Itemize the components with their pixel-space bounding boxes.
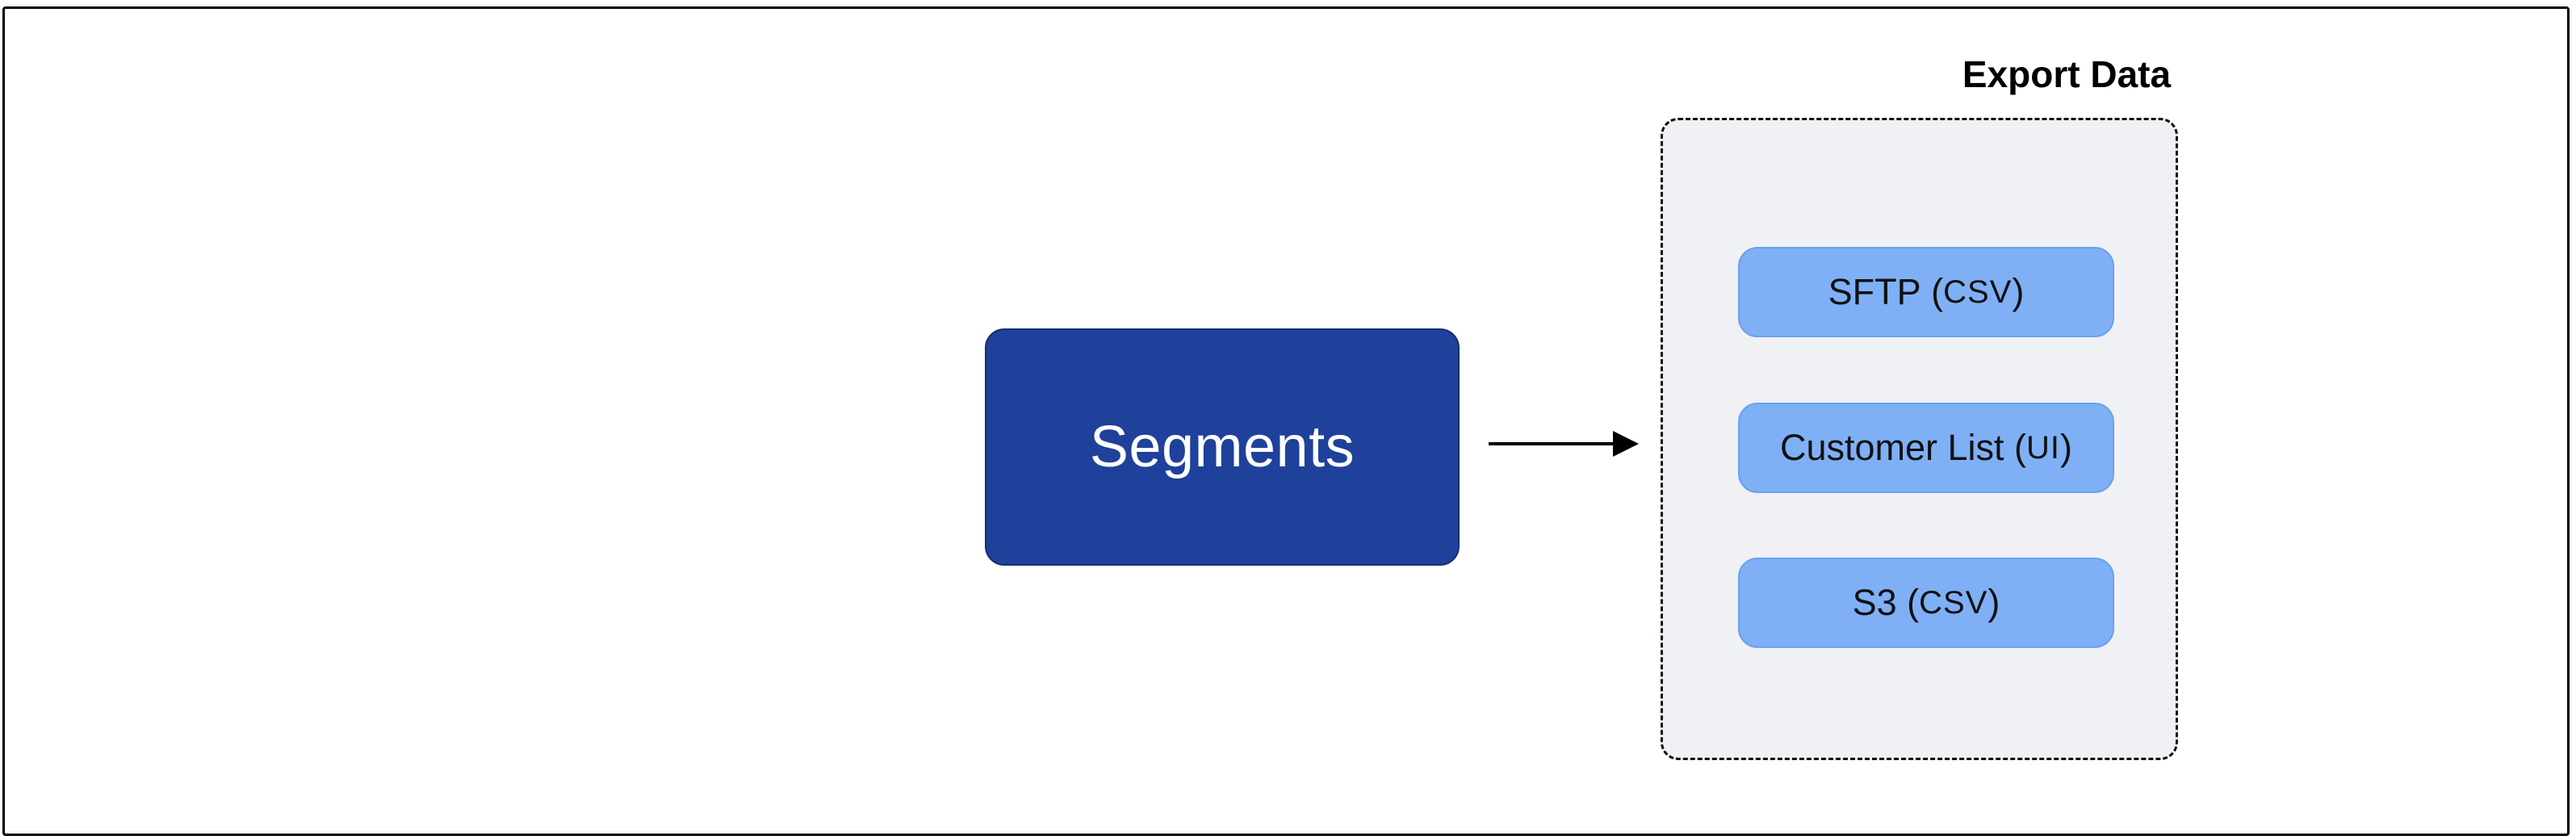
export-item-customer-list: Customer List (UI): [1738, 403, 2114, 493]
export-item-name: SFTP: [1828, 271, 1921, 312]
export-item-format: UI: [2026, 429, 2061, 466]
export-item-name: S3: [1852, 582, 1897, 623]
export-data-title: Export Data: [1962, 53, 2172, 95]
export-data-group: SFTP (CSV) Customer List (UI) S3 (CSV): [1661, 118, 2178, 760]
export-item-sftp: SFTP (CSV): [1738, 247, 2114, 337]
export-item-format: CSV: [1919, 584, 1988, 621]
export-item-name: Customer List: [1779, 427, 2004, 468]
segments-label: Segments: [1089, 415, 1355, 479]
export-item-format: CSV: [1943, 274, 2013, 310]
arrow-connector: [1489, 431, 1639, 457]
export-item-s3: S3 (CSV): [1738, 558, 2114, 648]
segments-node: Segments: [985, 328, 1460, 566]
